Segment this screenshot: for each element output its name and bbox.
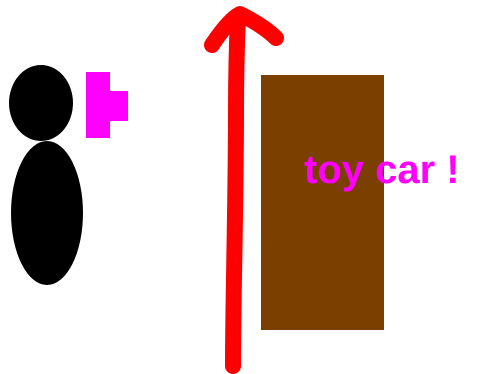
toy-car-box (261, 75, 384, 330)
arrow-shaft (233, 16, 238, 366)
person-icon (9, 65, 83, 285)
toy-car-caption: toy car ! (304, 150, 460, 190)
camera-lens (108, 91, 128, 121)
person-body (11, 141, 83, 285)
person-head (9, 65, 73, 141)
camera-body (86, 72, 110, 138)
camera-icon (86, 72, 128, 138)
